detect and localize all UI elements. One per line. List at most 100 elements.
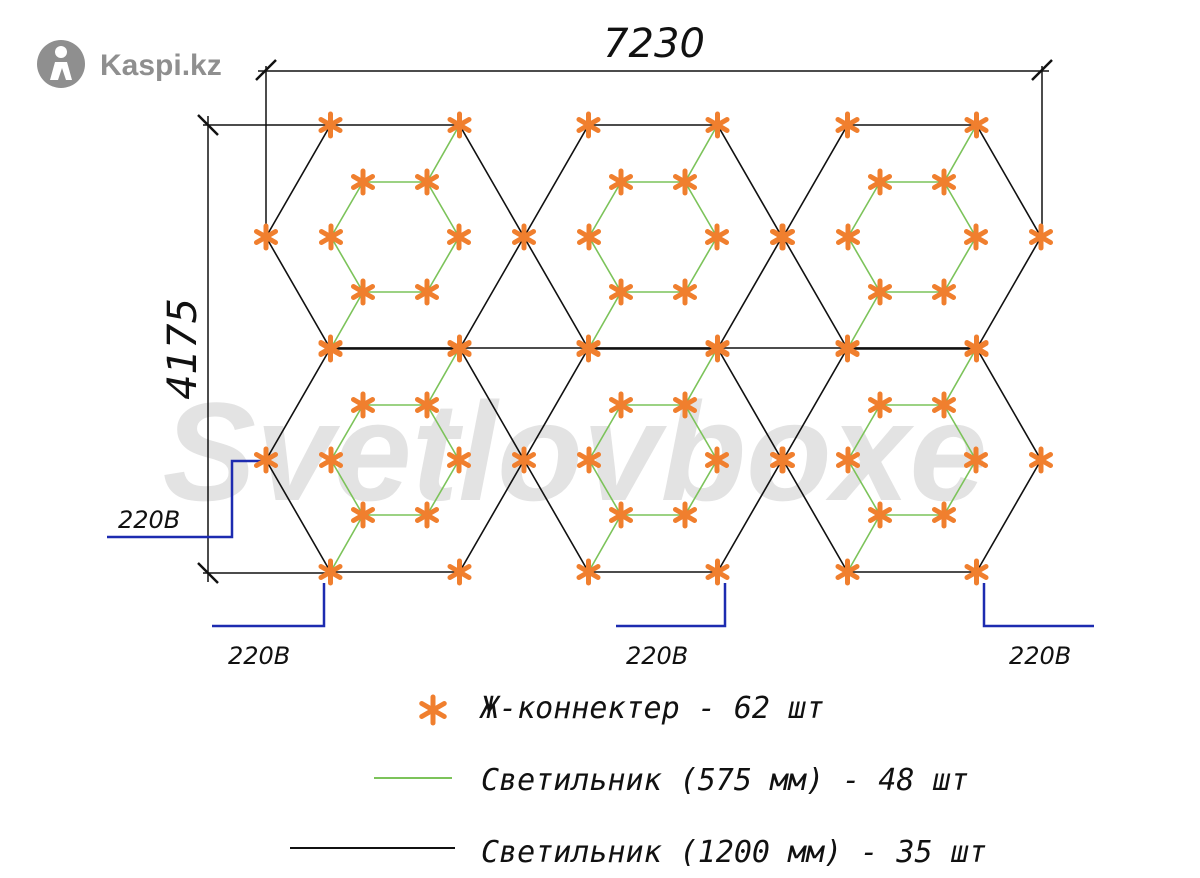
connector [704, 223, 730, 251]
connector [414, 501, 440, 529]
connector [931, 391, 957, 419]
connector [835, 558, 860, 586]
legend-short-light-label: Светильник (575 мм) - 48 шт [481, 763, 969, 798]
long-light [458, 124, 525, 238]
connector [963, 223, 989, 251]
connector [576, 558, 601, 586]
connector [1028, 446, 1054, 474]
connector [705, 334, 730, 362]
long-light [458, 236, 525, 350]
short-light-segments [329, 124, 978, 573]
long-light [975, 124, 1042, 238]
connector [446, 446, 472, 474]
connector [964, 334, 989, 362]
connector [867, 391, 893, 419]
power-feed-bottom-left [212, 583, 326, 628]
connector [447, 111, 472, 139]
connector [511, 223, 537, 251]
short-light [943, 404, 977, 461]
short-light [587, 291, 622, 350]
legend: Ж-коннектер - 62 шт Светильник (575 мм) … [290, 691, 987, 870]
long-light [265, 347, 332, 461]
short-light [587, 514, 622, 573]
short-light [847, 181, 881, 238]
connector [576, 223, 602, 251]
short-light [588, 181, 622, 238]
connector [446, 223, 472, 251]
width-dimension-label: 7230 [603, 21, 705, 67]
power-feed-bottom-right [982, 583, 1094, 628]
connector [414, 168, 440, 196]
long-light [458, 459, 525, 573]
long-light [265, 124, 332, 238]
connector [318, 558, 343, 586]
short-light [943, 347, 978, 406]
short-light [426, 347, 461, 406]
connector [867, 501, 893, 529]
short-light [943, 459, 977, 516]
kaspi-logo-icon [37, 40, 85, 88]
short-light [846, 291, 881, 350]
connector [511, 446, 537, 474]
short-light [330, 459, 364, 516]
connector [835, 334, 860, 362]
power-label-bottom-left: 220В [228, 642, 290, 670]
power-label-left: 220В [118, 506, 180, 534]
connector [1028, 223, 1054, 251]
watermark: Svetlovboxe [163, 373, 988, 530]
long-light [782, 124, 849, 238]
short-light [684, 459, 718, 516]
short-light [684, 181, 718, 238]
legend-connector-star [419, 694, 447, 726]
short-light [846, 514, 881, 573]
short-light [847, 236, 881, 293]
long-light [782, 459, 849, 573]
connector [608, 278, 634, 306]
short-light [684, 124, 719, 183]
connector [576, 334, 601, 362]
long-light [523, 236, 590, 350]
power-label-bottom-right: 220В [1009, 642, 1071, 670]
connector [770, 223, 796, 251]
connector [253, 446, 279, 474]
connector [704, 446, 730, 474]
long-light [265, 459, 332, 573]
connector [770, 446, 796, 474]
short-light [588, 459, 622, 516]
connector [672, 391, 698, 419]
connector [318, 111, 343, 139]
power-feed-left [107, 459, 266, 539]
short-light [684, 404, 718, 461]
short-light [426, 124, 461, 183]
connector [447, 558, 472, 586]
short-light [329, 514, 364, 573]
long-light [716, 347, 783, 461]
connector [963, 446, 989, 474]
connector [318, 446, 344, 474]
connector [835, 223, 861, 251]
connector [608, 501, 634, 529]
short-light [426, 404, 460, 461]
connector [835, 446, 861, 474]
long-light [523, 124, 590, 238]
short-light [330, 236, 364, 293]
connector [350, 278, 376, 306]
short-light [330, 404, 364, 461]
long-light [716, 124, 783, 238]
long-light [716, 236, 783, 350]
short-light [684, 347, 719, 406]
connector [835, 111, 860, 139]
long-light [975, 347, 1042, 461]
connector [318, 334, 343, 362]
connector [350, 391, 376, 419]
short-light [588, 236, 622, 293]
short-light [943, 236, 977, 293]
connector [931, 278, 957, 306]
connector [705, 558, 730, 586]
connector [253, 223, 279, 251]
short-light [330, 181, 364, 238]
connector [931, 501, 957, 529]
power-feeds [107, 459, 1094, 628]
long-light [523, 347, 590, 461]
power-label-bottom-center: 220В [626, 642, 688, 670]
